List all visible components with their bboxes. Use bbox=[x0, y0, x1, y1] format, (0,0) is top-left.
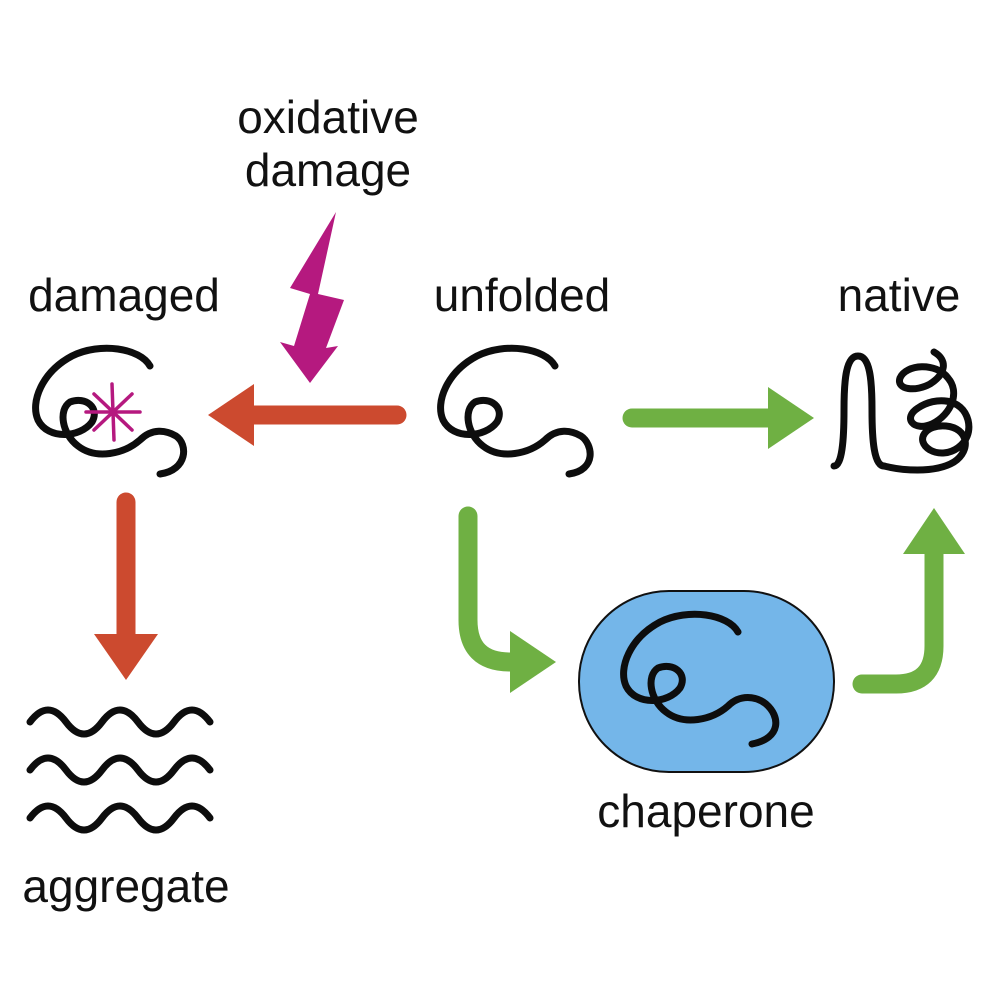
label-damaged: damaged bbox=[28, 269, 220, 321]
label-oxidative: oxidative bbox=[237, 91, 419, 143]
aggregate-strand-2 bbox=[26, 754, 214, 786]
arrow-chaperone-to-native bbox=[852, 508, 965, 694]
label-aggregate: aggregate bbox=[22, 860, 229, 912]
arrow-unfolded-to-chaperone bbox=[458, 506, 556, 693]
aggregate-strand-3 bbox=[26, 802, 214, 834]
aggregate-strand-1 bbox=[26, 706, 214, 738]
label-damage: damage bbox=[245, 144, 411, 196]
arrow-unfolded-to-damaged bbox=[208, 384, 407, 446]
arrow-damaged-to-aggregate bbox=[94, 492, 158, 680]
lightning-bolt-icon bbox=[280, 212, 344, 383]
arrow-unfolded-to-native bbox=[622, 387, 814, 449]
label-unfolded: unfolded bbox=[434, 269, 611, 321]
aggregate-strands bbox=[26, 706, 214, 834]
label-native: native bbox=[838, 269, 961, 321]
label-chaperone: chaperone bbox=[597, 785, 814, 837]
chaperone-bound-protein bbox=[620, 610, 780, 748]
native-protein bbox=[830, 348, 973, 474]
damaged-protein bbox=[32, 344, 187, 478]
star-burst-icon bbox=[84, 382, 142, 442]
unfolded-protein bbox=[437, 344, 594, 478]
